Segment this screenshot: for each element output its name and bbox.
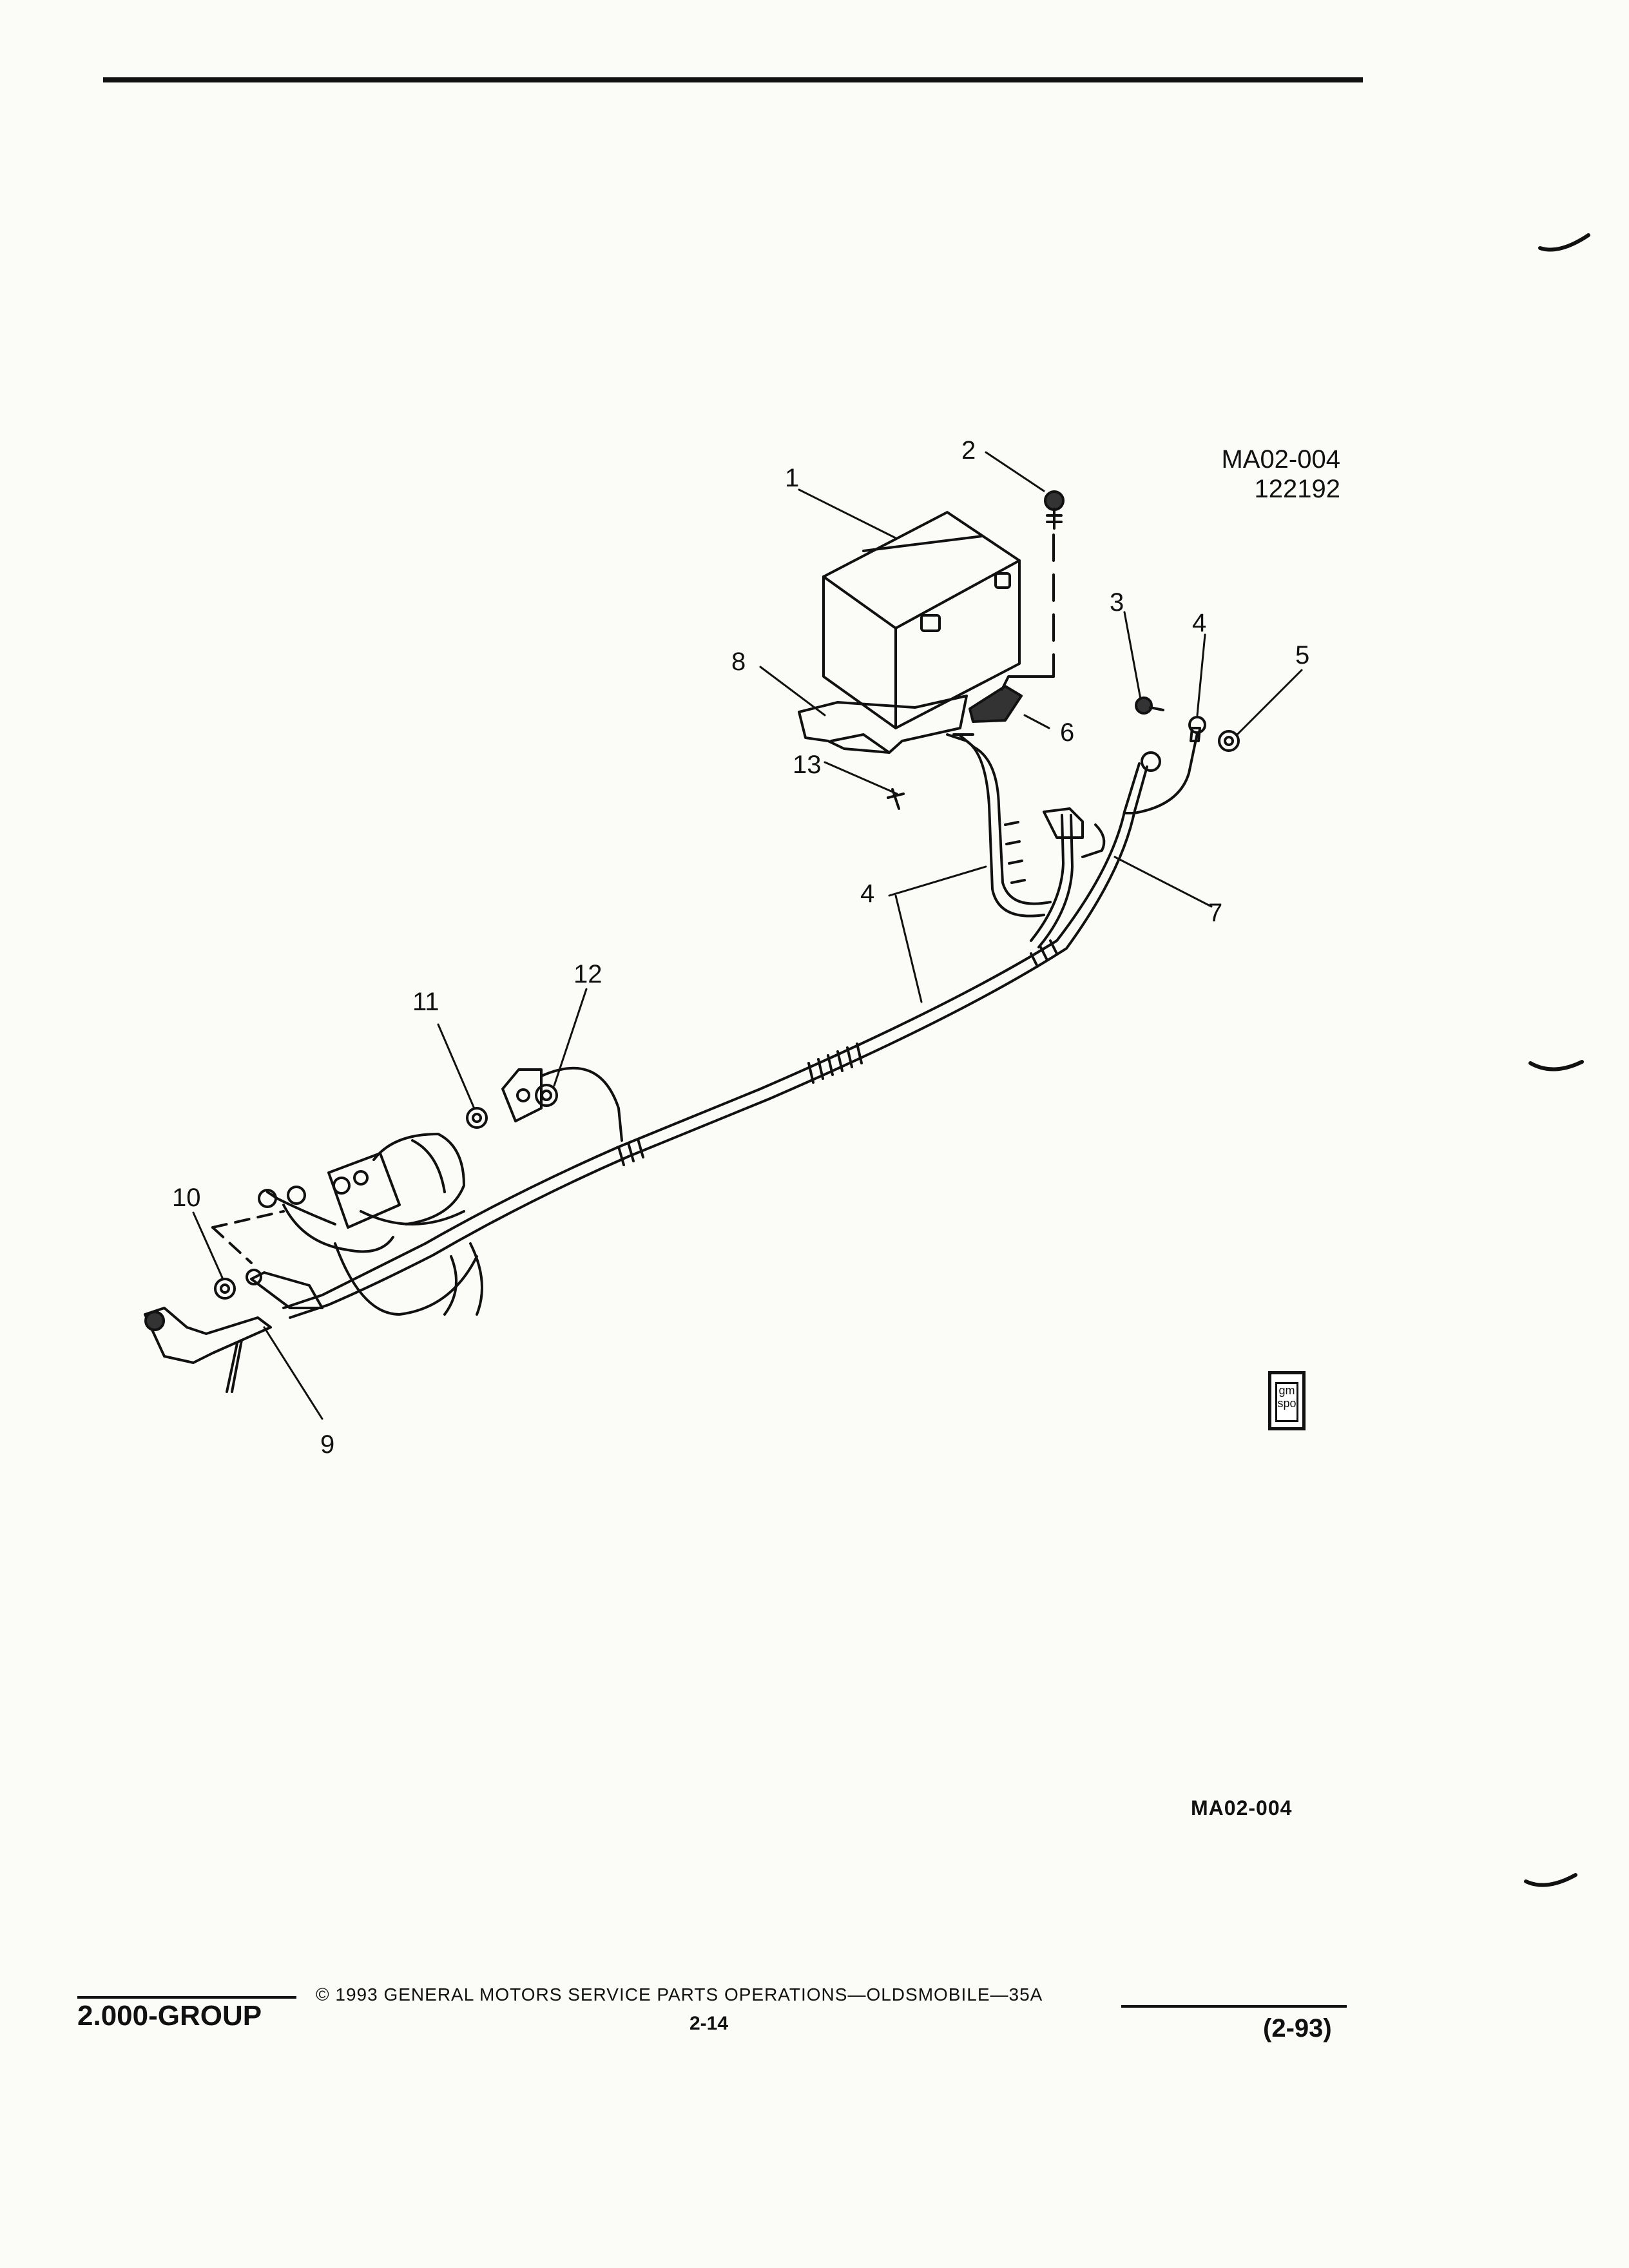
hold-down-bolt bbox=[1044, 490, 1065, 530]
callout-3: 3 bbox=[1110, 588, 1124, 617]
footer-rule-right bbox=[1121, 2005, 1347, 2008]
callout-9: 9 bbox=[320, 1430, 334, 1459]
callout-6: 6 bbox=[1060, 718, 1074, 747]
top-rule bbox=[103, 77, 1363, 82]
battery-tray bbox=[798, 695, 968, 754]
callout-8: 8 bbox=[731, 648, 746, 676]
callout-13: 13 bbox=[793, 751, 822, 779]
figure-date-code: 122192 bbox=[1254, 475, 1340, 503]
battery bbox=[822, 511, 1021, 729]
callout-12: 12 bbox=[574, 960, 602, 988]
logo-line-1: gm bbox=[1278, 1384, 1295, 1397]
figure-id-bottom: MA02-004 bbox=[1191, 1796, 1293, 1820]
footer-page-number: 2-14 bbox=[689, 2013, 729, 2034]
callout-1: 1 bbox=[785, 464, 799, 492]
terminal-screw bbox=[1135, 697, 1164, 715]
gm-spo-logo: gm spo bbox=[1268, 1371, 1306, 1430]
hold-down-bracket bbox=[969, 533, 1055, 723]
footer-revision: (2-93) bbox=[1263, 2014, 1332, 2042]
callout-5: 5 bbox=[1295, 641, 1309, 669]
starter-motor bbox=[282, 1133, 483, 1316]
figure-id: MA02-004 122192 bbox=[1173, 445, 1340, 504]
main-cable-harness bbox=[282, 733, 1161, 1319]
footer-group: 2.000-GROUP bbox=[77, 2000, 262, 2032]
footer-rule-left bbox=[77, 1996, 296, 1999]
leader-lines bbox=[192, 451, 1303, 1420]
footer-copyright: © 1993 GENERAL MOTORS SERVICE PARTS OPER… bbox=[316, 1984, 1043, 2004]
starter-terminals bbox=[211, 1186, 336, 1309]
callout-4-upper: 4 bbox=[1192, 609, 1206, 637]
ground-strap bbox=[144, 1307, 272, 1393]
figure-id-top: MA02-004 bbox=[1221, 445, 1340, 474]
callout-11: 11 bbox=[412, 988, 439, 1016]
callout-2: 2 bbox=[961, 436, 976, 465]
negative-cable-upper bbox=[1123, 716, 1206, 814]
callout-4-lower: 4 bbox=[860, 879, 874, 908]
callout-10: 10 bbox=[172, 1184, 201, 1212]
margin-marks bbox=[1524, 233, 1590, 1887]
terminal-nut bbox=[1218, 730, 1240, 752]
callouts: 1 2 3 4 5 6 7 8 13 4 11 12 10 9 bbox=[172, 436, 1309, 1459]
logo-line-2: spo bbox=[1277, 1397, 1296, 1410]
cable-bracket bbox=[466, 1066, 623, 1142]
callout-7: 7 bbox=[1208, 899, 1222, 927]
